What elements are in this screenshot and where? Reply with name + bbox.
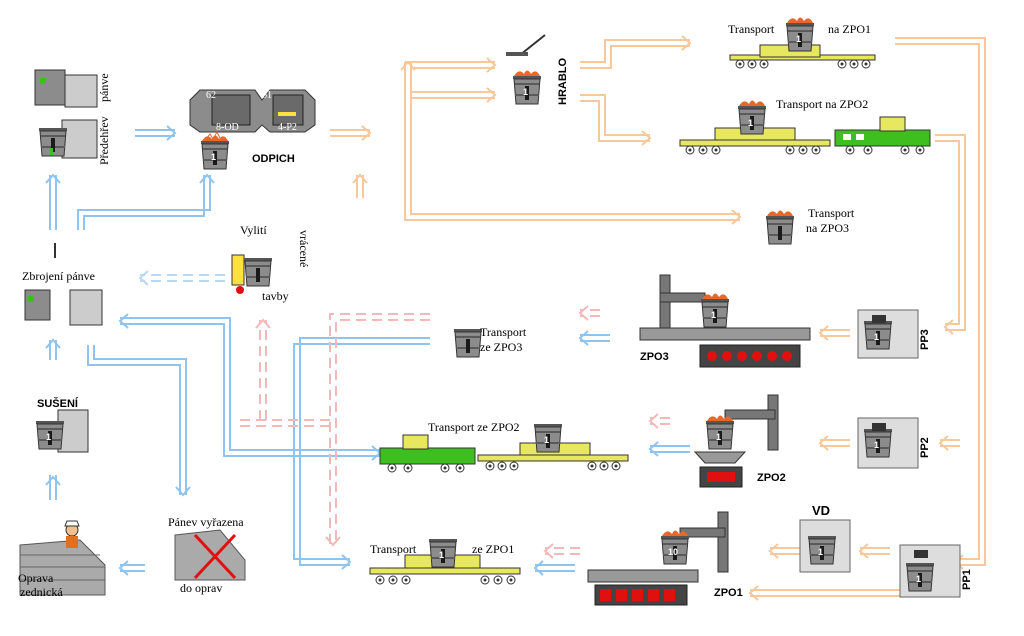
label-furnace-61: 61 [262,90,272,101]
pp2-unit [857,417,919,469]
zpo2-unit [693,394,779,488]
ladle-number: 1 [544,435,549,445]
pp1-unit [899,544,961,598]
ladle-lining-station [24,243,103,326]
ladle-number: 1 [711,310,716,320]
label-furnace-62: 62 [206,90,216,101]
furnaces [189,89,316,169]
wagon-to-zpo1 [729,18,876,69]
label-furnace-8od: 8-OD [216,122,239,133]
label-transport-ze-zpo3-b: ze ZPO3 [480,340,522,354]
label-pp1: PP1 [961,569,973,590]
drying-station [35,409,89,453]
ladle-number: 1 [46,432,51,442]
label-transport-na-zpo3-a: Transport [808,206,855,220]
label-odpich: ODPICH [252,153,295,165]
label-na-zpo1: na ZPO1 [828,22,871,36]
skimming-station [506,34,546,104]
label-panev-vyrazena: Pánev vyřazena [168,515,244,529]
label-tavby: tavby [262,289,289,303]
ladle-number: 1 [748,118,753,128]
discarded-ladle [174,529,246,581]
label-vracene: vrácené [297,230,311,267]
label-suseni: SUŠENÍ [37,397,79,410]
wagon-to-zpo2 [679,101,931,155]
label-furnace-4p2: 4-P2 [278,122,297,133]
ladle-to-zpo3 [766,211,794,245]
zpo3-unit [639,274,811,368]
diagram-labels: Předehřev pánve 62 61 8-OD 4-P2 ODPICH H… [18,22,973,599]
label-zpo1: ZPO1 [714,587,743,599]
ladle-number: 1 [796,34,801,44]
label-transport-na-zpo2: Transport na ZPO2 [776,97,868,111]
label-vd: VD [812,503,830,518]
label-panve-top: pánve [97,73,111,102]
label-pp2: PP2 [919,437,931,458]
ladle-number: 1 [439,550,444,560]
ladle-number: 1 [916,574,921,584]
pouring-back-station [231,254,273,294]
ladle-number-zpo1: 10 [668,547,678,557]
label-do-oprav: do oprav [180,581,222,595]
label-hrablo: HRABLO [557,58,569,105]
label-transport-ze-zpo2: Transport ze ZPO2 [428,420,520,434]
label-zbrojeni: Zbrojení pánve [22,269,95,283]
ladle-number: 1 [211,152,216,162]
vd-unit [799,519,851,573]
wagon-from-zpo2 [379,423,629,473]
ladle-number: 1 [818,547,823,557]
label-predehrev: Předehřev [97,116,111,165]
label-transport-ze-zpo3-a: Transport [480,325,527,339]
label-transport-na-zpo3-b: na ZPO3 [806,221,849,235]
ladle-number: 1 [874,332,879,342]
preheat-station [34,69,98,159]
label-pp3: PP3 [919,329,931,350]
label-zpo3: ZPO3 [640,351,669,363]
label-zednicka: zednická [20,585,63,599]
ladle-numbers: 1 1 1 1 1 1 1 1 10 1 1 1 1 1 [46,34,921,584]
label-vyliti: Vylití [240,223,267,237]
ladle-number: 1 [716,432,721,442]
label-transport-ze-zpo1-b: ze ZPO1 [472,542,514,556]
hot-flow-lines [49,37,986,597]
wagon-from-zpo1 [369,538,521,585]
label-zpo2: ZPO2 [757,472,786,484]
pp3-unit [857,309,919,359]
label-transport-zpo1-top: Transport [728,22,775,36]
ladle-number: 1 [874,440,879,450]
ladle-number: 1 [523,87,528,97]
ladle-from-zpo3 [453,328,483,358]
arrow-heads [45,35,964,601]
zpo1-unit [587,511,729,606]
label-transport-ze-zpo1-a: Transport [370,542,417,556]
label-oprava: Oprava [18,571,54,585]
masonry-repair [19,520,106,596]
